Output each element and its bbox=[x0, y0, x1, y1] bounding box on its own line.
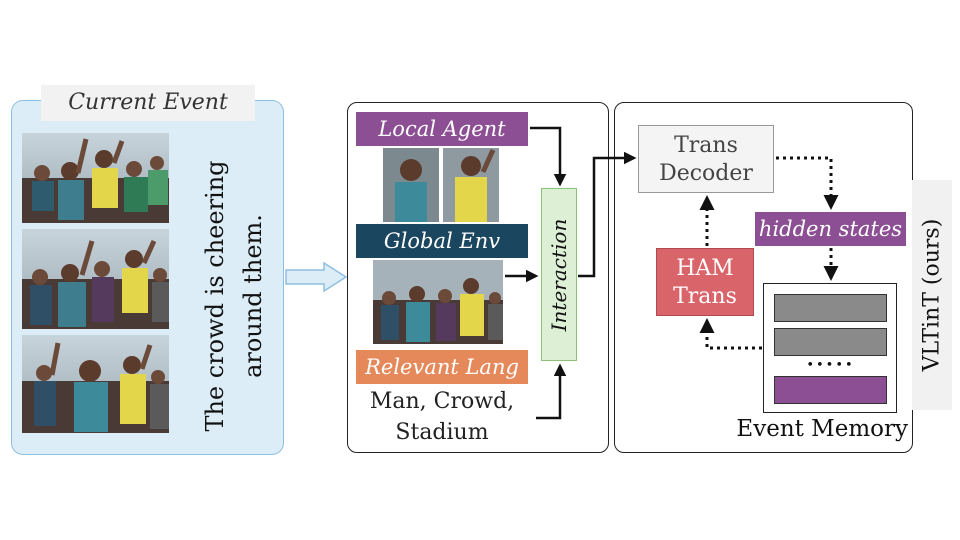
arrow-local-to-interaction bbox=[530, 126, 567, 187]
lang-words-line1: Man, Crowd, bbox=[369, 389, 515, 414]
ham-trans-line1: HAM bbox=[676, 256, 734, 281]
arrow-decoder-to-hidden bbox=[776, 156, 839, 210]
video-frames bbox=[22, 133, 169, 433]
video-frame-1 bbox=[22, 133, 169, 223]
model-name-label: VLTinT (ours) bbox=[912, 180, 952, 410]
trans-decoder-box: Trans Decoder bbox=[638, 125, 774, 193]
flow-arrow-icon bbox=[285, 261, 348, 293]
memory-slot-last bbox=[774, 376, 887, 404]
relevant-lang-label: Relevant Lang bbox=[356, 350, 528, 384]
local-agent-crops bbox=[383, 148, 499, 222]
memory-ellipsis: ••••• bbox=[806, 358, 855, 373]
memory-slot-2 bbox=[774, 328, 887, 356]
video-frame-3 bbox=[22, 335, 169, 433]
ham-trans-line2: Trans bbox=[673, 284, 737, 309]
memory-slot-1 bbox=[774, 294, 887, 322]
global-env-label: Global Env bbox=[356, 224, 528, 258]
current-event-title: Current Event bbox=[41, 85, 255, 121]
interaction-module: Interaction bbox=[541, 188, 577, 361]
arrow-interaction-to-decoder bbox=[578, 151, 637, 278]
arrow-memory-to-ham bbox=[699, 318, 762, 350]
ham-trans-box: HAM Trans bbox=[656, 248, 754, 316]
arrow-lang-to-interaction bbox=[536, 363, 567, 420]
trans-decoder-line1: Trans bbox=[674, 133, 738, 158]
global-env-frame bbox=[373, 260, 503, 344]
trans-decoder-line2: Decoder bbox=[659, 161, 753, 186]
event-memory-label: Event Memory bbox=[736, 416, 908, 442]
hidden-states-label: hidden states bbox=[755, 212, 906, 246]
lang-words-line2: Stadium bbox=[395, 420, 489, 445]
local-agent-label: Local Agent bbox=[356, 112, 528, 146]
video-frame-2 bbox=[22, 229, 169, 329]
